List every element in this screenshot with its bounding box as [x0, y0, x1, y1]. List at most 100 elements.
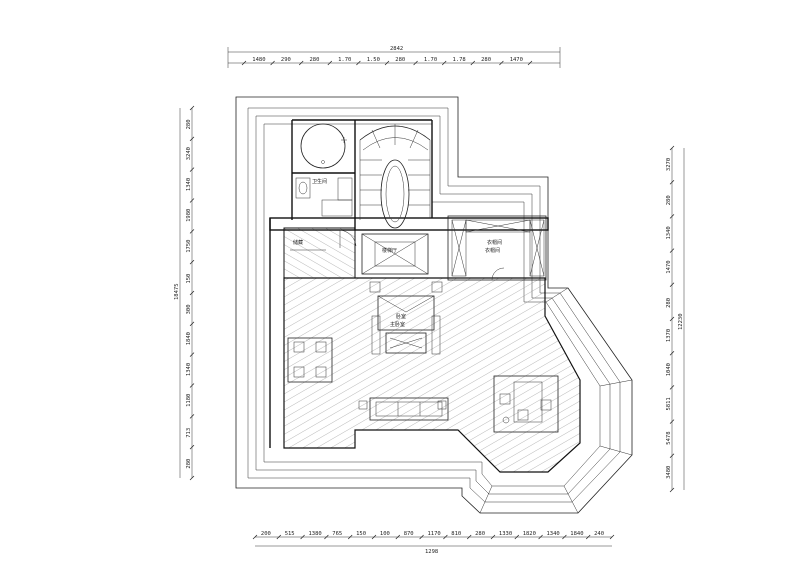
top-dimension-tick — [327, 60, 333, 66]
top-dimension-label: 280 — [481, 57, 491, 63]
bottom-dimension-tick — [562, 534, 567, 540]
bottom-dimension-label: 765 — [332, 531, 342, 537]
left-dimension-tick — [189, 383, 195, 388]
bottom-dimension-tick — [419, 534, 424, 540]
study-desk-set — [493, 375, 559, 433]
left-dimension-label: 1340 — [186, 178, 192, 191]
terrace-outlines — [235, 96, 633, 514]
top-dimension-label: 1480 — [252, 57, 265, 63]
bottom-dimension-label: 240 — [594, 531, 604, 537]
bottom-dimension-tick — [324, 534, 329, 540]
cloakroom-label: 衣帽间 — [487, 239, 502, 246]
interior-walls — [269, 119, 549, 448]
right-dimension-label: 5811 — [666, 397, 672, 410]
top-dimension-label: 280 — [310, 57, 320, 63]
right-dimension-label: 3270 — [666, 158, 672, 171]
bottom-dimension-tick — [443, 534, 448, 540]
staircase — [341, 124, 431, 229]
left-dimension-tick — [189, 136, 195, 142]
left-dimension-label: 1980 — [186, 209, 192, 222]
bottom-dimension-tick — [276, 534, 282, 540]
right-dimension-tick — [669, 487, 675, 493]
left-dimension-chain: 18475 2803240134019801750150300184013401… — [174, 105, 195, 481]
top-dimension-label: 280 — [395, 57, 405, 63]
left-dimension-label: 713 — [186, 428, 192, 438]
right-dimension-tick — [669, 453, 675, 459]
top-dimension-label: 1.70 — [424, 57, 437, 63]
bottom-dimension-tick — [585, 534, 591, 540]
right-dimension-tick — [669, 214, 675, 219]
dining-table-set — [287, 337, 333, 383]
left-dimension-tick — [189, 198, 195, 203]
bedroom-sub-label: 主卧室 — [390, 321, 405, 328]
top-dimension-label: 1470 — [510, 57, 523, 63]
top-dimension-tick — [356, 60, 361, 66]
bottom-dimension-label: 1170 — [428, 531, 441, 537]
bottom-dimension-tick — [538, 534, 543, 540]
stair-hall-label: 楼梯厅 — [382, 247, 397, 254]
top-dimension-tick — [270, 60, 275, 66]
left-dimension-tick — [189, 105, 195, 111]
left-dimension-label: 1750 — [186, 240, 192, 253]
right-dimension-label: 280 — [666, 195, 672, 205]
top-dimension-label: 1.78 — [453, 57, 466, 63]
left-dimension-label: 150 — [186, 274, 192, 284]
top-dimension-tick — [527, 60, 533, 66]
top-dimension-tick — [499, 60, 504, 66]
left-dimension-tick — [189, 352, 195, 357]
bottom-dimension-tick — [514, 534, 520, 540]
left-dimension-tick — [189, 229, 195, 234]
left-dimension-tick — [189, 321, 195, 327]
right-dimension-label: 1470 — [666, 260, 672, 273]
bottom-dimension-tick — [300, 534, 305, 540]
left-dimension-tick — [189, 290, 195, 296]
left-dimension-label: 300 — [186, 304, 192, 314]
left-total-dimension: 18475 — [174, 283, 180, 300]
left-dimension-label: 3240 — [186, 147, 192, 160]
bottom-dimension-label: 100 — [380, 531, 390, 537]
right-dimension-tick — [669, 316, 675, 322]
bottom-dimension-tick — [490, 534, 496, 540]
bottom-dimension-tick — [609, 534, 615, 540]
top-dimension-tick — [413, 60, 418, 66]
bottom-dimension-tick — [466, 534, 472, 540]
bottom-dimension-label: 150 — [356, 531, 366, 537]
storage-room: 储藏 — [290, 229, 357, 251]
right-dimension-tick — [669, 248, 675, 253]
bottom-dimension-tick — [252, 534, 258, 540]
right-dimension-tick — [669, 419, 675, 424]
bottom-dimension-tick — [395, 534, 401, 540]
bathroom-label: 卫生间 — [312, 178, 327, 185]
bottom-dimension-label: 200 — [261, 531, 271, 537]
right-dimension-tick — [669, 350, 675, 356]
right-dimension-chain: 12230 3270280134014702801370104058115478… — [666, 145, 685, 493]
bottom-dimension-tick — [347, 534, 353, 540]
right-dimension-tick — [669, 385, 675, 390]
bottom-dimension-label: 1820 — [523, 531, 536, 537]
left-dimension-tick — [189, 444, 195, 450]
right-dimension-label: 1040 — [666, 363, 672, 376]
right-dimension-label: 3480 — [666, 466, 672, 479]
right-total-dimension: 12230 — [678, 313, 684, 330]
right-dimension-tick — [669, 179, 675, 185]
bottom-dimension-label: 810 — [451, 531, 461, 537]
right-dimension-label: 5478 — [666, 431, 672, 444]
left-dimension-tick — [189, 259, 195, 265]
bathroom: 卫生间 — [295, 123, 353, 217]
top-dimension-tick — [470, 60, 476, 66]
sofa — [358, 397, 449, 421]
right-dimension-label: 1370 — [666, 329, 672, 342]
top-dimension-label: 290 — [281, 57, 291, 63]
floor-area — [283, 227, 581, 473]
top-dimension-tick — [241, 60, 247, 66]
bottom-dimension-label: 280 — [475, 531, 485, 537]
right-dimension-label: 1340 — [666, 226, 672, 239]
bedroom-furniture: 卧室 主卧室 — [369, 281, 443, 355]
left-dimension-label: 1180 — [186, 394, 192, 407]
stair-hall: 楼梯厅 — [361, 233, 429, 275]
bottom-dimension-label: 1380 — [309, 531, 322, 537]
left-dimension-label: 1840 — [186, 332, 192, 345]
